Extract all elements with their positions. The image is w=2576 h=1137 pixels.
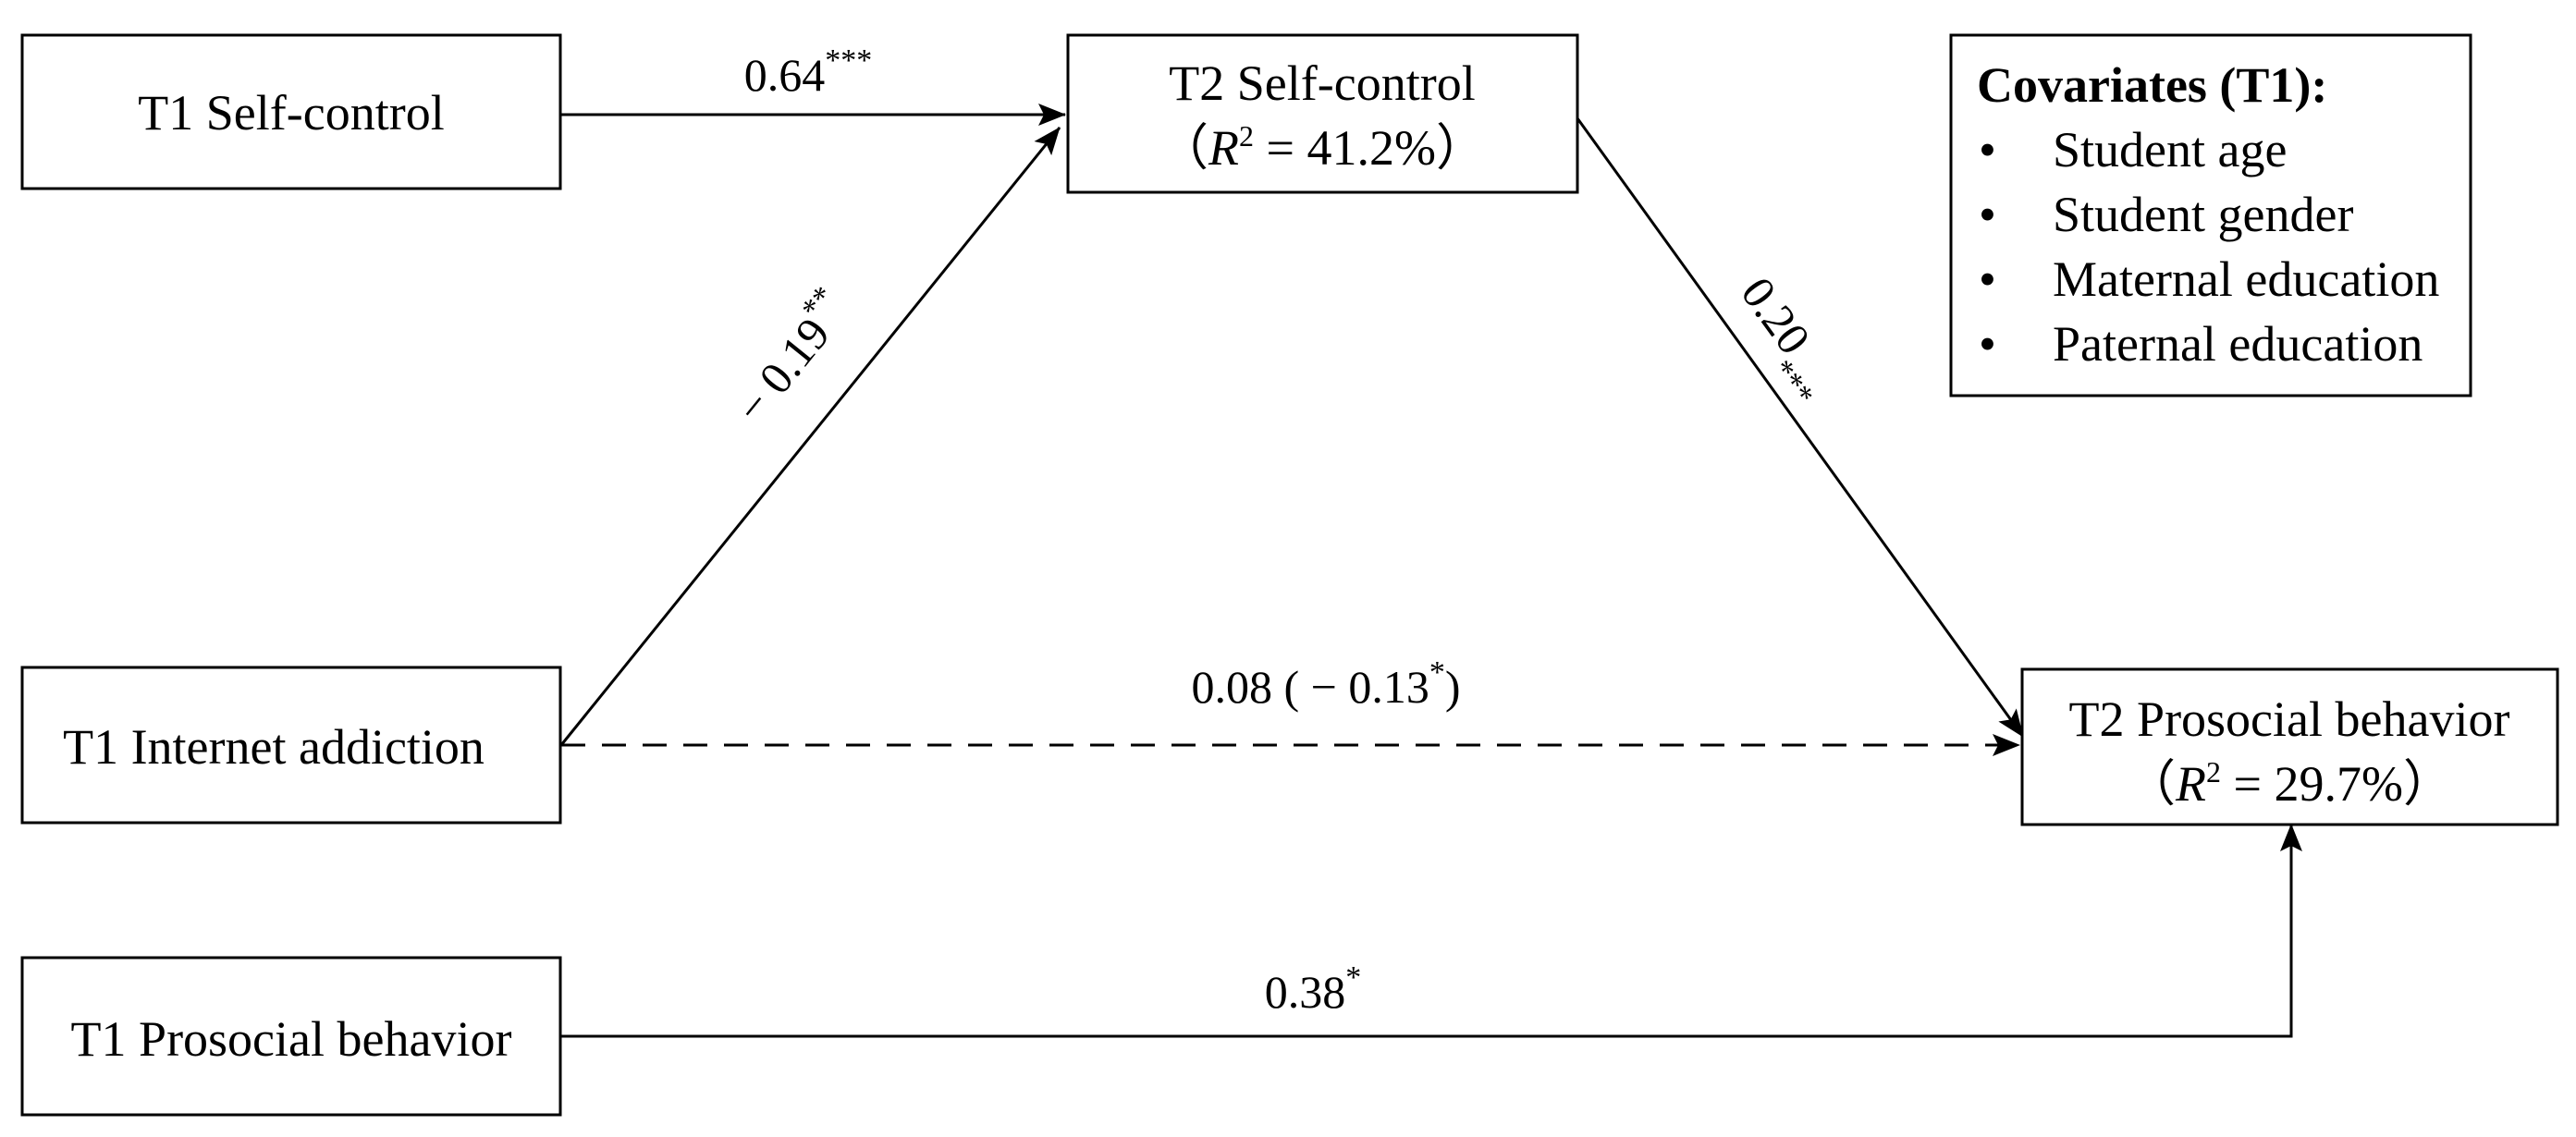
node-t1-internet-addiction: T1 Internet addiction — [20, 666, 562, 825]
coef-t1ia-to-t2pb: 0.08 ( − 0.13*) — [1191, 655, 1460, 713]
coef-t1sc-to-t2sc: 0.64*** — [744, 43, 873, 101]
path-t2sc-to-t2pb — [1576, 117, 2025, 738]
node-t1-prosocial: T1 Prosocial behavior — [20, 956, 562, 1117]
covariate-bullet: • — [1979, 316, 1996, 372]
node-t1-self-control: T1 Self-control — [20, 33, 562, 190]
covariates-title: Covariates (T1): — [1977, 57, 2327, 113]
covariate-item: Maternal education — [2053, 251, 2439, 307]
node-t2-prosocial: T2 Prosocial behavior （R2 = 29.7%） — [2020, 667, 2559, 826]
covariates-box: Covariates (T1): • Student age • Student… — [1949, 33, 2472, 397]
covariate-bullet: • — [1979, 187, 1996, 242]
node-t1-internet-addiction-label: T1 Internet addiction — [63, 719, 485, 775]
path-t1pb-to-t2pb — [561, 824, 2302, 1038]
node-t2-self-control-r2: （R2 = 41.2%） — [1159, 119, 1486, 176]
covariate-item: Student gender — [2053, 187, 2353, 242]
node-t1-prosocial-label: T1 Prosocial behavior — [71, 1011, 512, 1067]
node-t2-self-control-title: T2 Self-control — [1169, 55, 1475, 111]
node-t2-prosocial-title: T2 Prosocial behavior — [2069, 691, 2510, 747]
node-t1-self-control-label: T1 Self-control — [138, 85, 444, 141]
covariate-item: Student age — [2053, 122, 2287, 177]
node-t2-self-control: T2 Self-control （R2 = 41.2%） — [1066, 33, 1579, 194]
node-t2-prosocial-r2: （R2 = 29.7%） — [2126, 755, 2453, 812]
coef-t1pb-to-t2pb: 0.38* — [1265, 960, 1362, 1018]
covariate-bullet: • — [1979, 122, 1996, 177]
path-t1ia-to-t2sc — [559, 127, 1061, 746]
covariate-bullet: • — [1979, 251, 1996, 307]
covariate-item: Paternal education — [2053, 316, 2423, 372]
nodes: T1 Self-control T2 Self-control （R2 = 41… — [20, 33, 2559, 1117]
coef-t1ia-to-t2sc: − 0.19** — [720, 280, 859, 433]
paths — [559, 104, 2302, 1038]
